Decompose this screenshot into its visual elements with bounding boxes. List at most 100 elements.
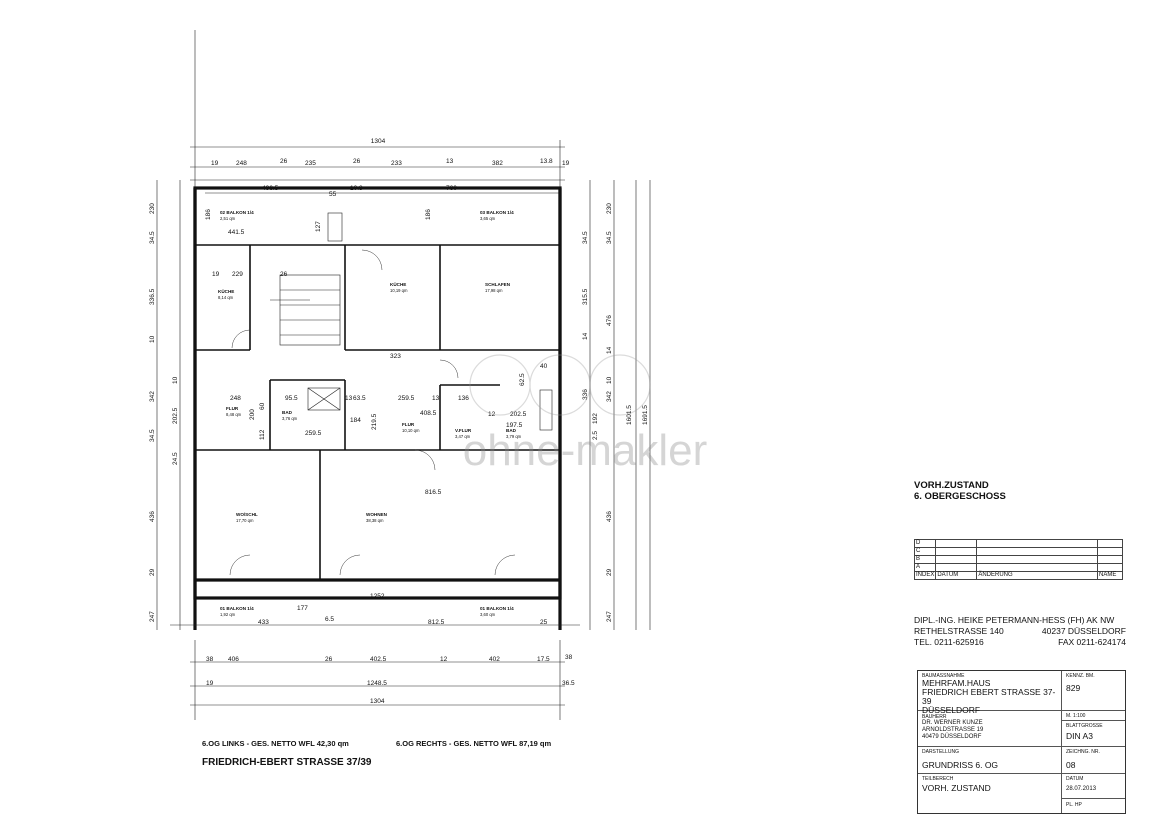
baumassnahme-label: BAUMASSNAHME — [922, 673, 965, 679]
watermark-text: ohne-makler — [463, 426, 708, 475]
left-dim-3: 10 — [149, 335, 156, 343]
room-wohnen: WOHNEN — [366, 512, 388, 517]
title-block-fields: BAUMASSNAHME MEHRFAM.HAUS FRIEDRICH EBER… — [917, 670, 1126, 814]
inner-dim-112: 112 — [259, 429, 266, 440]
rev-header-datum: DATUM — [935, 571, 978, 580]
inner-dim-26: 26 — [280, 271, 288, 278]
inner-dim-202: 202.5 — [510, 411, 527, 418]
room-kueche-m-area: 10,19 qm — [390, 288, 408, 293]
top-dim-4: 26 — [353, 158, 361, 165]
architect-info: DIPL.-ING. HEIKE PETERMANN-HESS (FH) AK … — [914, 615, 1126, 648]
room-bad-r: BAD — [506, 428, 517, 433]
summary-right: 6.OG RECHTS - GES. NETTO WFL 87,19 qm — [396, 739, 551, 748]
street-name: FRIEDRICH-EBERT STRASSE 37/39 — [202, 757, 372, 768]
kennz-value: 829 — [1066, 683, 1081, 693]
room-labels: 02 BALKON 1/4 2,51 qm 03 BALKON 1/4 3,65… — [218, 210, 522, 617]
rev-row-b: B — [913, 555, 937, 564]
inner-dim-1252: 1252 — [370, 593, 385, 600]
top-dim-9: 19 — [562, 160, 570, 167]
inner-dim-62: 62.5 — [519, 373, 526, 386]
left-dim-7: 34.5 — [149, 429, 156, 442]
summary-left: 6.OG LINKS - GES. NETTO WFL 42,30 qm — [202, 739, 349, 748]
room-balkon-bl-area: 1,92 qm — [220, 612, 236, 617]
inner-dim-25: 25 — [540, 619, 548, 626]
left-dim-6: 202.5 — [172, 407, 179, 424]
right-dim-a5: 10 — [606, 376, 613, 384]
zeichnr-label: ZEICHNG. NR. — [1066, 749, 1100, 755]
bottom-mid: 1248.5 — [367, 680, 387, 687]
datum-value: 28.07.2013 — [1066, 786, 1097, 792]
top-dim-3: 235 — [305, 160, 316, 167]
right-total: 1691.5 — [642, 405, 649, 425]
massstab-value: M. 1:100 — [1066, 713, 1086, 719]
left-dim-10: 29 — [149, 568, 156, 576]
rev-header-aenderung: ÄNDERUNG — [976, 571, 1098, 580]
rev-row-a: A — [913, 563, 937, 572]
left-dim-2: 336.5 — [149, 288, 156, 305]
inner-dim-441: 441.5 — [228, 229, 245, 236]
drawing-title-1: VORH.ZUSTAND — [914, 480, 989, 491]
rev-row-d: D — [913, 539, 937, 548]
room-schlafen-area: 17,98 qm — [485, 288, 503, 293]
left-dim-1: 34.5 — [149, 231, 156, 244]
darstellung-label: DARSTELLUNG — [922, 749, 959, 755]
bauherr-line-3: 40479 DÜSSELDORF — [922, 734, 982, 740]
right-dim-a10: 247 — [606, 611, 613, 622]
inner-top-1: 55 — [329, 191, 337, 198]
bauherr-line-2: ARNOLDSTRASSE 19 — [922, 727, 984, 733]
right-dim-a2: 476 — [606, 315, 613, 326]
bottom-dimensions: 38 406 26 402.5 12 402 17.5 38 19 1248.5… — [190, 640, 575, 720]
pl-value: PL. HP — [1066, 802, 1082, 808]
bottom-dim-4: 12 — [440, 656, 448, 663]
teilbereich-value: VORH. ZUSTAND — [922, 783, 991, 793]
zeichnr-value: 08 — [1066, 760, 1076, 770]
rev-row-c: C — [913, 547, 937, 556]
room-kueche-l: KÜCHE — [218, 288, 234, 294]
room-kueche-l-area: 8,14 qm — [218, 295, 234, 300]
inner-dim-12: 12 — [488, 411, 496, 418]
bottom-dim-5: 402 — [489, 656, 500, 663]
inner-dimensions: 441.5 19 229 26 186 127 186 323 248 95.5… — [205, 209, 548, 626]
bottom-mid-right: 36.5 — [562, 680, 575, 687]
inner-dim-229: 229 — [232, 271, 243, 278]
right-dim-a1: 34.5 — [606, 231, 613, 244]
watermark: ohne-makler — [463, 354, 708, 475]
inner-dim-127: 127 — [315, 221, 322, 232]
inner-dim-13: 13 — [345, 395, 353, 402]
top-dim-2: 26 — [280, 158, 288, 165]
architect-street: RETHELSTRASSE 140 — [914, 626, 1004, 636]
inner-dim-186a: 186 — [205, 209, 212, 220]
room-flur-l: FLUR — [226, 406, 239, 411]
bottom-dim-3: 402.5 — [370, 656, 387, 663]
bottom-dim-2: 26 — [325, 656, 333, 663]
inner-dim-40: 40 — [540, 363, 548, 370]
top-dim-7: 382 — [492, 160, 503, 167]
left-dim-0: 230 — [149, 203, 156, 214]
room-wohnen-area: 38,38 qm — [366, 518, 384, 523]
right-dim-b0: 34.5 — [582, 231, 589, 244]
room-woschl-area: 17,70 qm — [236, 518, 254, 523]
right-dim-a9: 29 — [606, 568, 613, 576]
room-kueche-m: KÜCHE — [390, 281, 406, 287]
room-bad-r-area: 3,79 qm — [506, 434, 522, 439]
room-balkon-br: 01 BALKON 1/4 — [480, 606, 514, 611]
inner-dim-184: 184 — [350, 417, 361, 424]
left-dim-8: 24.5 — [172, 452, 179, 465]
room-balkon-bl: 01 BALKON 1/4 — [220, 606, 254, 611]
room-balkon-tl: 02 BALKON 1/4 — [220, 210, 254, 215]
inner-dim-177: 177 — [297, 605, 308, 612]
baumassnahme-line-2: FRIEDRICH EBERT STRASSE 37-39 — [922, 687, 1056, 706]
right-dim-a3: 14 — [606, 346, 613, 354]
rev-header-index: INDEX — [913, 571, 937, 580]
top-dim-0: 19 — [211, 160, 219, 167]
inner-dim-19: 19 — [212, 271, 220, 278]
inner-dim-197: 197.5 — [506, 422, 523, 429]
architect-fax: FAX 0211-624174 — [1058, 637, 1126, 647]
bauherr-label: BAUHERR — [922, 714, 947, 720]
top-dim-5: 233 — [391, 160, 402, 167]
teilbereich-label: TEILBERECH — [922, 776, 954, 782]
right-dim-b4: 1601.5 — [626, 405, 633, 425]
left-dimensions: 230 34.5 336.5 10 342 10 202.5 34.5 24.5… — [149, 180, 181, 630]
right-dim-b2: 14 — [582, 332, 589, 340]
